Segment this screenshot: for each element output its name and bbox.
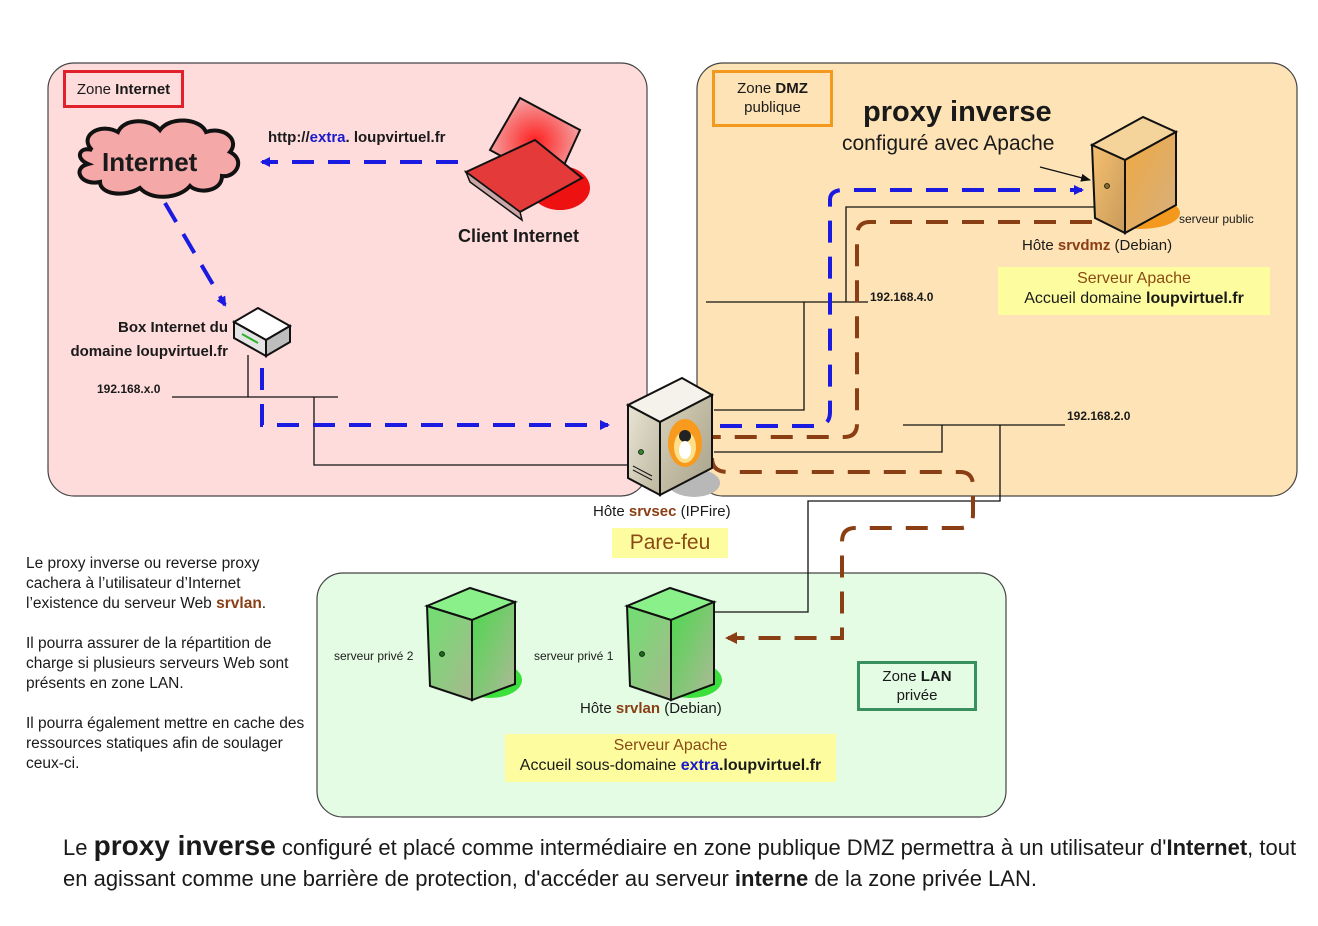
apache-desc: Accueil sous-domaine	[519, 757, 681, 774]
url-prefix: http://	[268, 129, 310, 146]
zone-dmz-label: Zone DMZ publique	[712, 70, 833, 127]
diagram-caption: Le proxy inverse configuré et placé comm…	[63, 830, 1303, 894]
caption-bold: interne	[734, 866, 809, 891]
laptop-client-icon	[464, 96, 590, 222]
request-flow	[163, 157, 1084, 430]
host-suffix: (Debian)	[660, 700, 722, 717]
lan-server-1-icon	[624, 586, 722, 702]
cloud-label: Internet	[102, 147, 198, 177]
zone-label-prefix: Zone	[737, 80, 776, 97]
lan-server-2-label: serveur privé 2	[334, 649, 414, 663]
firewall-host-label: Hôte srvsec (IPFire)	[593, 503, 731, 520]
box-label-line2: domaine loupvirtuel.fr	[70, 343, 228, 360]
zone-internet-label: Zone Internet	[63, 70, 184, 108]
note-end: .	[261, 595, 267, 612]
url-subdomain: extra	[309, 129, 346, 146]
router-box-icon	[231, 306, 293, 358]
ip-lan-network: 192.168.2.0	[1067, 409, 1131, 423]
note-paragraph-2: Il pourra assurer de la répartition de c…	[26, 635, 289, 692]
proxy-pointer-arrow	[1039, 166, 1091, 182]
dmz-host-label: Hôte srvdmz (Debian)	[1022, 237, 1172, 254]
host-suffix: (Debian)	[1110, 237, 1173, 254]
apache-subdomain: extra	[680, 757, 719, 774]
note-host: srvlan	[216, 595, 262, 612]
caption-bold: Internet	[1166, 835, 1248, 860]
host-name: srvdmz	[1057, 237, 1111, 254]
zone-label-prefix: Zone	[76, 81, 116, 98]
response-flow	[710, 220, 1092, 644]
apache-domain: loupvirtuel.fr	[1146, 290, 1244, 307]
side-note: Le proxy inverse ou reverse proxy cacher…	[26, 554, 316, 794]
client-url: http://extra. loupvirtuel.fr	[268, 129, 446, 146]
host-prefix: Hôte	[593, 503, 629, 520]
lan-host-label: Hôte srvlan (Debian)	[580, 700, 722, 717]
dmz-server-icon	[1089, 115, 1180, 235]
zone-label-bold: Internet	[115, 81, 171, 98]
apache-title: Serveur Apache	[1077, 270, 1191, 287]
client-label: Client Internet	[458, 226, 580, 246]
note-paragraph-3: Il pourra également mettre en cache des …	[26, 715, 305, 772]
zone-label-bold: DMZ	[775, 80, 808, 97]
network-links	[172, 206, 1095, 613]
caption-text: , tout en agissant comme une barrière de…	[63, 835, 1297, 891]
caption-text: de la zone privée LAN.	[808, 866, 1037, 891]
url-domain: . loupvirtuel.fr	[345, 129, 446, 146]
apache-domain: .loupvirtuel.fr	[718, 757, 822, 774]
ip-dmz-network: 192.168.4.0	[870, 290, 934, 304]
caption-text: configuré et placé comme intermédiaire e…	[275, 835, 1167, 860]
ipfire-logo-icon	[668, 419, 702, 467]
note-text: Le proxy inverse ou reverse proxy cacher…	[26, 555, 260, 612]
dmz-server-caption: serveur public	[1179, 212, 1254, 226]
proxy-title: proxy inverse	[863, 96, 1052, 128]
lan-server-2-icon	[424, 586, 522, 702]
firewall-role-badge: Pare-feu	[612, 528, 728, 558]
zone-label-line2: privée	[896, 687, 938, 704]
box-label: Box Internet du domaine loupvirtuel.fr	[52, 316, 228, 364]
zone-lan-label: Zone LAN privée	[857, 661, 977, 711]
zone-label-line2: publique	[744, 99, 801, 116]
zone-label-prefix: Zone	[882, 668, 921, 685]
internet-cloud-icon	[77, 118, 241, 199]
proxy-subtitle: configuré avec Apache	[842, 132, 1055, 155]
caption-text: Le	[63, 835, 94, 860]
lan-server-1-label: serveur privé 1	[534, 649, 614, 663]
firewall-server-icon	[625, 376, 720, 497]
note-paragraph-1: Le proxy inverse ou reverse proxy cacher…	[26, 554, 316, 614]
caption-bold: proxy inverse	[93, 830, 276, 861]
ip-internet-network: 192.168.x.0	[97, 382, 161, 396]
zone-label-bold: LAN	[920, 668, 952, 685]
host-suffix: (IPFire)	[676, 503, 731, 520]
host-prefix: Hôte	[580, 700, 616, 717]
apache-desc: Accueil domaine	[1024, 290, 1147, 307]
host-name: srvsec	[628, 503, 677, 520]
box-label-line1: Box Internet du	[117, 319, 228, 336]
apache-title: Serveur Apache	[613, 737, 728, 754]
host-name: srvlan	[615, 700, 661, 717]
host-prefix: Hôte	[1022, 237, 1058, 254]
